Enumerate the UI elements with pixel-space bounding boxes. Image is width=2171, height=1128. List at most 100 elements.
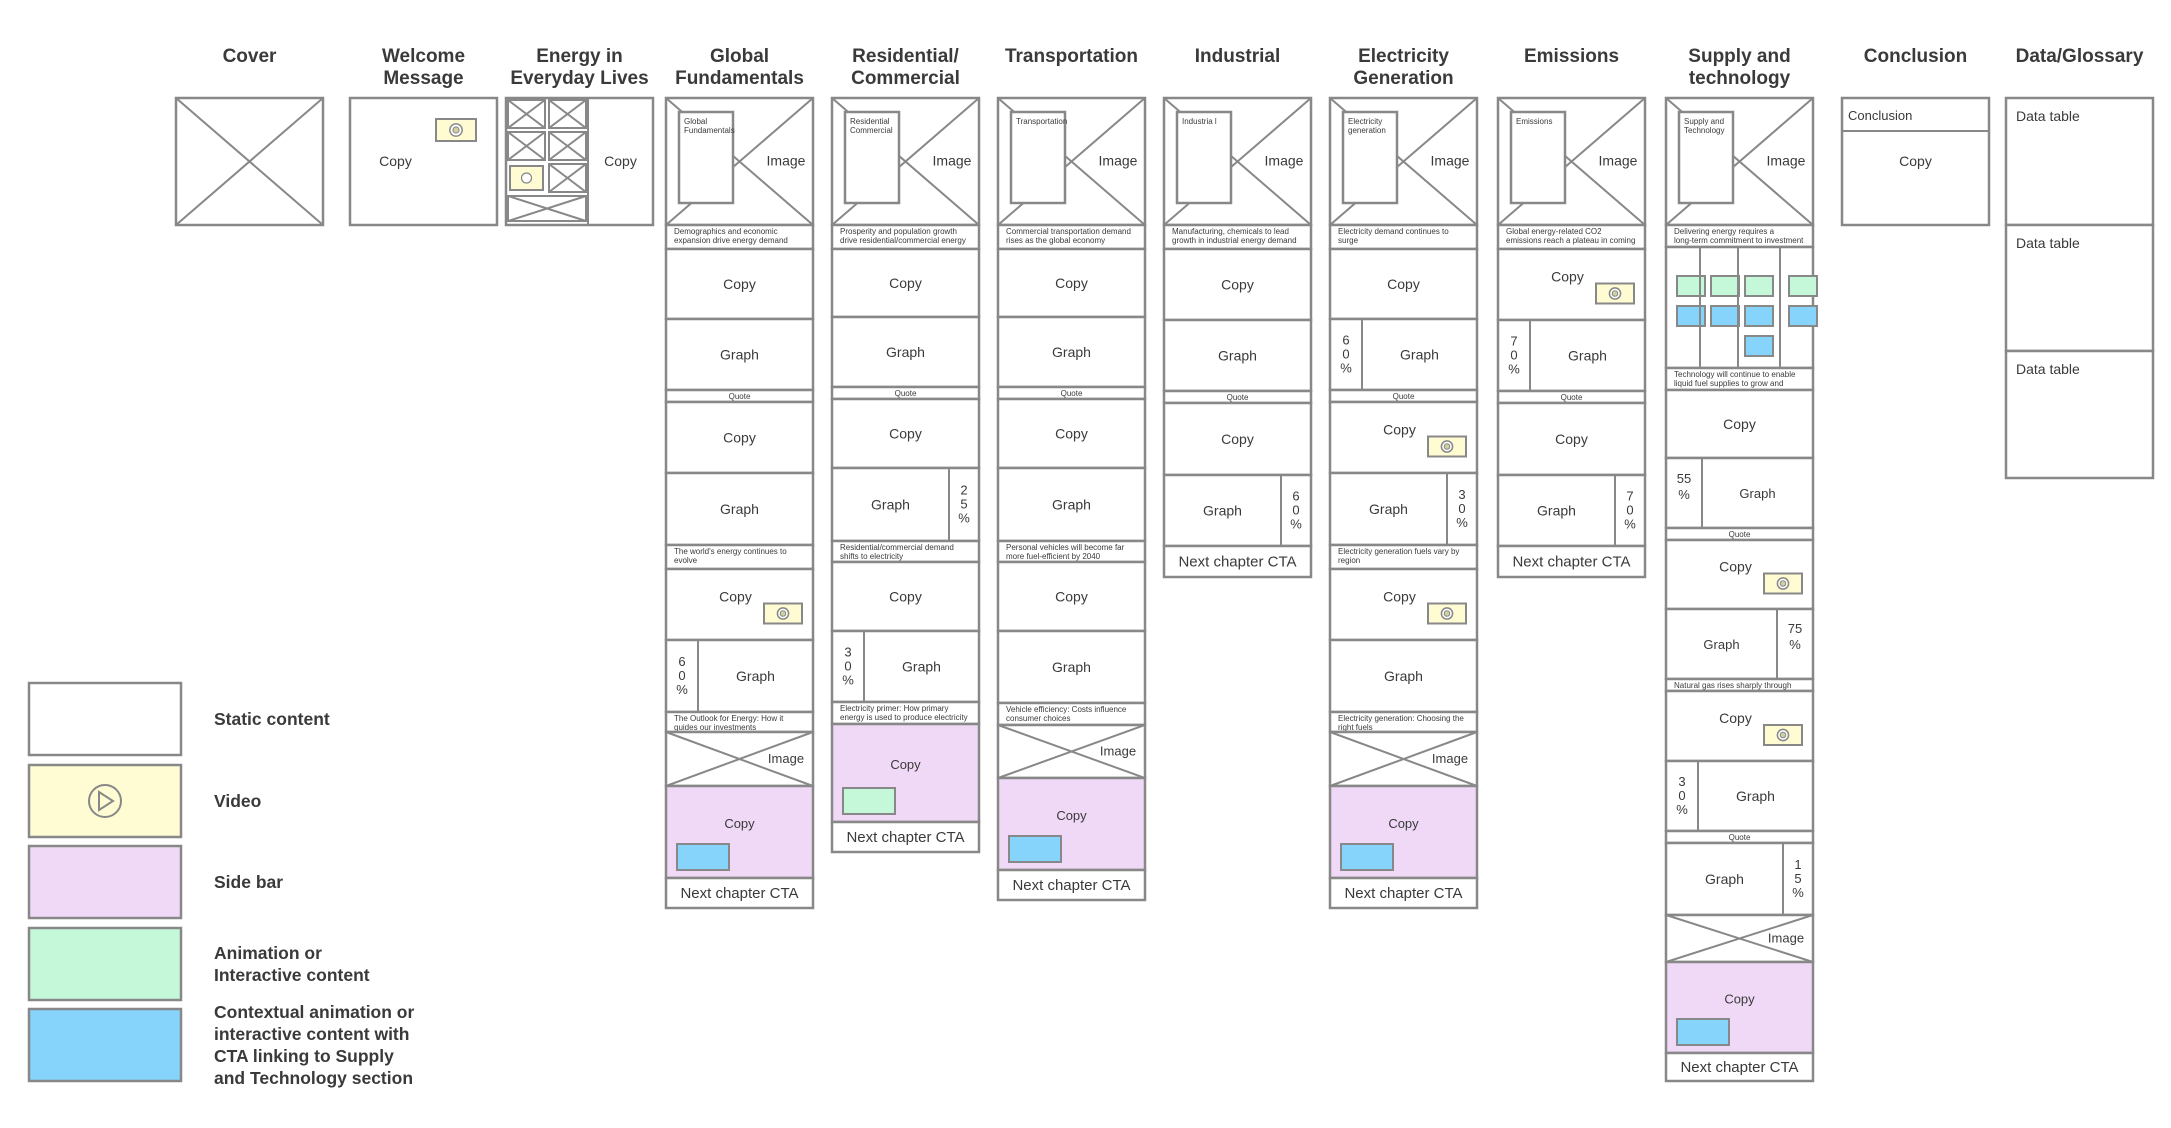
next-chapter-cta bbox=[996, 868, 1147, 902]
copy-block bbox=[664, 400, 815, 475]
column-header: Emissions bbox=[1524, 46, 1619, 67]
graph-label: Graph bbox=[1739, 486, 1775, 501]
play-icon-center bbox=[1611, 290, 1619, 297]
legend-label-animation: Interactive content bbox=[214, 965, 370, 985]
quote-label: Quote bbox=[895, 389, 917, 398]
quote-label: Quote bbox=[1227, 393, 1249, 402]
image-label: Image bbox=[1265, 153, 1304, 169]
conclusion-block bbox=[1840, 96, 1991, 227]
copy-label: Copy bbox=[889, 275, 922, 291]
stat-value: 3 bbox=[844, 645, 851, 660]
caption-row bbox=[1496, 223, 1647, 251]
stat-value: % bbox=[1456, 515, 1468, 530]
copy-label: Copy bbox=[1055, 426, 1088, 442]
image-placeholder-line bbox=[1665, 914, 1814, 963]
graph-block bbox=[1664, 607, 1815, 681]
graph-block bbox=[664, 638, 815, 714]
chapter-title-box bbox=[1341, 110, 1399, 205]
copy-label: Copy bbox=[1388, 816, 1419, 831]
stat-value: 0 bbox=[1626, 503, 1633, 518]
legend-label-contextual: CTA linking to Supply bbox=[214, 1046, 394, 1066]
stat-value: % bbox=[1678, 487, 1690, 502]
play-icon-center bbox=[452, 126, 460, 134]
stat-value: 2 bbox=[960, 483, 967, 498]
copy-label: Copy bbox=[1723, 416, 1756, 432]
contextual-cta-chip bbox=[1008, 835, 1062, 863]
stat-value: 55 bbox=[1677, 471, 1691, 486]
copy-label: Copy bbox=[604, 153, 637, 169]
contextual-cta-chip bbox=[1788, 305, 1818, 327]
copy-label: Copy bbox=[1221, 431, 1254, 447]
data-table-label: Data table bbox=[2016, 361, 2080, 377]
column-header: Residential/ bbox=[852, 46, 959, 67]
stat-value: 6 bbox=[1292, 489, 1299, 504]
graph-label: Graph bbox=[736, 668, 775, 684]
next-chapter-cta bbox=[1664, 1051, 1815, 1083]
copy-label: Copy bbox=[889, 589, 922, 605]
copy-block bbox=[996, 560, 1147, 633]
graph-label: Graph bbox=[1218, 348, 1257, 364]
copy-label: Copy bbox=[1719, 710, 1752, 726]
copy-label: Copy bbox=[1899, 153, 1932, 169]
image-placeholder-line bbox=[1329, 731, 1478, 787]
quote-label: Quote bbox=[1561, 393, 1583, 402]
stat-value: % bbox=[1676, 802, 1688, 817]
data-table-block bbox=[2004, 96, 2155, 227]
image-placeholder-line bbox=[548, 163, 587, 193]
play-icon bbox=[88, 784, 122, 818]
play-icon-center bbox=[1443, 443, 1451, 450]
image-placeholder-line bbox=[548, 131, 587, 161]
play-icon-center bbox=[1779, 580, 1787, 587]
quote-label: Quote bbox=[1729, 833, 1751, 842]
graph-block bbox=[996, 466, 1147, 543]
stat-value: % bbox=[842, 673, 854, 688]
copy-label: Copy bbox=[1555, 431, 1588, 447]
stat-value: 6 bbox=[678, 654, 685, 669]
graph-block bbox=[830, 315, 981, 389]
stat-value: % bbox=[676, 682, 688, 697]
chapter-title-box bbox=[677, 110, 735, 205]
graph-label: Graph bbox=[871, 497, 910, 513]
graph-block bbox=[1328, 317, 1479, 392]
legend-swatch-sidebar bbox=[27, 844, 183, 920]
legend-label-contextual: Contextual animation or bbox=[214, 1002, 414, 1022]
legend-swatch-animation bbox=[27, 926, 183, 1002]
column-header: Message bbox=[383, 68, 463, 89]
graph-block bbox=[996, 315, 1147, 389]
copy-label: Copy bbox=[1055, 589, 1088, 605]
copy-label: Copy bbox=[1551, 269, 1584, 285]
copy-block bbox=[1328, 247, 1479, 321]
graph-label: Graph bbox=[1369, 501, 1408, 517]
image-label: Image bbox=[767, 153, 806, 169]
image-placeholder-line bbox=[665, 731, 814, 787]
stat-value: % bbox=[1624, 517, 1636, 532]
legend-label-contextual: and Technology section bbox=[214, 1068, 413, 1088]
play-icon bbox=[520, 172, 533, 184]
graph-label: Graph bbox=[1537, 503, 1576, 519]
graph-block bbox=[1496, 473, 1647, 548]
legend-swatch-contextual bbox=[27, 1007, 183, 1083]
caption-row bbox=[1328, 223, 1479, 251]
legend-swatch-video bbox=[27, 763, 183, 839]
graph-label: Graph bbox=[902, 659, 941, 675]
legend-label-video: Video bbox=[214, 791, 261, 811]
stat-value: % bbox=[1789, 637, 1801, 652]
graph-block bbox=[1496, 318, 1647, 393]
image-label: Image bbox=[1100, 744, 1136, 759]
contextual-cta-chip bbox=[1676, 305, 1706, 327]
copy-label: Copy bbox=[1383, 589, 1416, 605]
graph-label: Graph bbox=[720, 347, 759, 363]
next-chapter-cta bbox=[830, 820, 981, 854]
copy-label: Copy bbox=[723, 276, 756, 292]
stat-value: 0 bbox=[1458, 501, 1465, 516]
animation-chip bbox=[1744, 275, 1774, 297]
contextual-cta-chip bbox=[1744, 335, 1774, 357]
contextual-cta-chip bbox=[676, 843, 730, 871]
image-placeholder-line bbox=[997, 724, 1146, 779]
graph-label: Graph bbox=[1705, 871, 1744, 887]
